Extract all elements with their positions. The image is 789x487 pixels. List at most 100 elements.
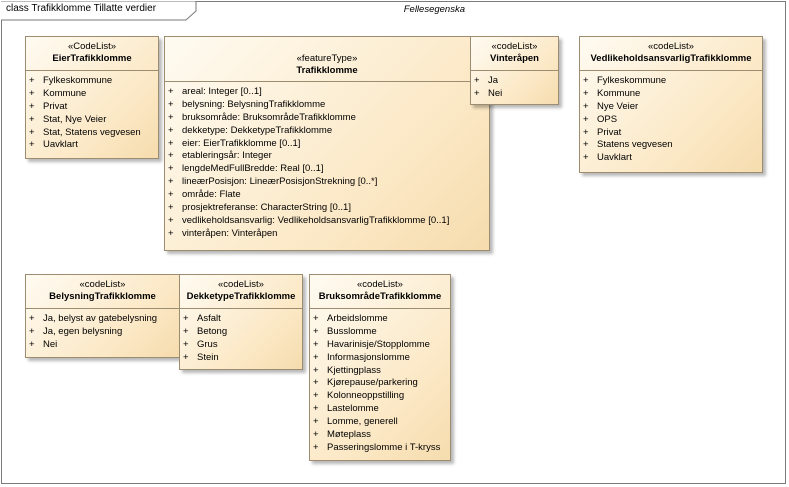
attribute-item: +Grus xyxy=(182,339,302,352)
attribute-item: +Passeringslomme i T-kryss xyxy=(312,442,450,455)
attribute-text: lengdeMedFullBredde: Real [0..1] xyxy=(182,163,324,175)
attribute-item: + Uavklart xyxy=(582,152,762,165)
attribute-item: + Privat xyxy=(582,127,762,140)
visibility-marker: + xyxy=(168,86,174,97)
attribute-text: Passeringslomme i T-kryss xyxy=(327,441,441,453)
attribute-item: +Møteplass xyxy=(312,429,450,442)
attribute-item: + Stat, Nye Veier xyxy=(28,114,158,127)
attribute-item: +Stat, Statens vegvesen xyxy=(28,127,158,140)
class-name: EierTrafikklomme xyxy=(52,53,132,64)
attribute-item: +Lomme, generell xyxy=(312,416,450,429)
attribute-list: +areal: Integer [0..1]+belysning: Belysn… xyxy=(165,82,489,245)
class-name: DekketypeTrafikklomme xyxy=(186,291,296,302)
attribute-text: vedlikeholdsansvarlig: Vedlikeholdsansva… xyxy=(182,214,450,226)
attribute-item: +Havarinisje/Stopplomme xyxy=(312,339,450,352)
attribute-item: +Privat xyxy=(28,101,158,114)
diagram-title: class Trafikklomme Tillatte verdier xyxy=(6,3,157,14)
attribute-item: +vedlikeholdsansvarlig: Vedlikeholdsansv… xyxy=(167,215,489,228)
visibility-marker: + xyxy=(313,377,319,389)
visibility-marker: + xyxy=(313,390,319,402)
visibility-marker: + xyxy=(168,150,174,162)
attribute-text: Fylkeskommune xyxy=(43,75,113,86)
attribute-list: +Arbeidslomme+Busslomme+Havarinisje/Stop… xyxy=(310,309,450,459)
attribute-text: lineærPosisjon: LineærPosisjonStrekning … xyxy=(182,176,378,188)
class-name: Vinteråpen xyxy=(490,53,539,64)
attribute-item: +Kommune xyxy=(582,88,762,101)
visibility-marker: + xyxy=(29,139,35,151)
attribute-item: +Fylkeskommune xyxy=(28,75,158,88)
stereotype-label: «featureType» xyxy=(296,53,358,64)
attribute-text: Uavklart xyxy=(43,139,78,151)
stereotype-label: «CodeList» xyxy=(67,41,117,52)
class-header: «codeList» DekketypeTrafikklomme xyxy=(180,275,302,309)
attribute-list: +Fylkeskommune+Kommune+Nye Veier+OPS+Pri… xyxy=(580,71,762,169)
visibility-marker: + xyxy=(583,126,589,138)
class-eiertrafikklomme[interactable]: «CodeList» EierTrafikklomme +Fylkeskommu… xyxy=(25,36,159,159)
attribute-text: Lomme, generell xyxy=(327,416,398,428)
attribute-list: +Fylkeskommune+Kommune+Privat+Stat, Nye … xyxy=(26,71,158,156)
stereotype-label: «codeList» xyxy=(357,279,403,290)
attribute-text: Stat, Nye Veier xyxy=(43,113,107,125)
attribute-text: areal: Integer [0..1] xyxy=(182,86,262,97)
class-header: «codeList» Vinteråpen xyxy=(471,37,558,71)
visibility-marker: + xyxy=(168,163,174,175)
visibility-marker: + xyxy=(168,176,174,188)
package-label: Fellesegenska xyxy=(403,4,465,15)
attribute-item: +Informasjonslomme xyxy=(312,352,450,365)
attribute-item: +Busslomme xyxy=(312,326,450,339)
attribute-text: etableringsår: Integer xyxy=(182,150,272,162)
attribute-text: Privat xyxy=(597,126,622,138)
class-name: BruksområdeTrafikklomme xyxy=(318,291,442,302)
attribute-text: Uavklart xyxy=(597,152,632,164)
visibility-marker: + xyxy=(583,139,589,151)
class-vedlikeholdsansvarligtrafikklomme[interactable]: «codeList» VedlikeholdsansvarligTrafikkl… xyxy=(579,36,763,173)
class-bruksomraadetrafikklomme[interactable]: «codeList» BruksområdeTrafikklomme +Arbe… xyxy=(309,274,451,461)
class-header: «codeList» BruksområdeTrafikklomme xyxy=(310,275,450,309)
attribute-text: Informasjonslomme xyxy=(327,351,410,363)
visibility-marker: + xyxy=(313,403,319,415)
class-vinteraapen[interactable]: «codeList» Vinteråpen +Ja+Nei xyxy=(470,36,559,105)
visibility-marker: + xyxy=(313,338,319,350)
class-name: BelysningTrafikklomme xyxy=(49,291,156,302)
attribute-text: OPS xyxy=(597,113,618,125)
attribute-text: Ja, egen belysning xyxy=(43,325,123,337)
attribute-item: + vinteråpen: Vinteråpen xyxy=(167,228,489,241)
attribute-text: Kommune xyxy=(43,87,87,99)
attribute-item: + område: Flate xyxy=(167,189,489,202)
attribute-text: Lastelomme xyxy=(327,403,379,415)
attribute-text: Busslomme xyxy=(327,325,377,337)
attribute-text: Stein xyxy=(197,351,219,363)
attribute-text: område: Flate xyxy=(182,189,241,201)
attribute-item: +prosjektreferanse: CharacterString [0..… xyxy=(167,202,489,215)
class-dekketypetrafikklomme[interactable]: «codeList» DekketypeTrafikklomme +Asfalt… xyxy=(179,274,303,370)
visibility-marker: + xyxy=(168,189,174,201)
attribute-item: +Stein xyxy=(182,352,302,365)
visibility-marker: + xyxy=(29,113,35,125)
diagram-frame-tab xyxy=(1,1,197,21)
visibility-marker: + xyxy=(583,113,589,125)
attribute-text: vinteråpen: Vinteråpen xyxy=(182,227,278,239)
class-name: Trafikklomme xyxy=(296,65,358,76)
class-name: VedlikeholdsansvarligTrafikklomme xyxy=(590,53,752,64)
attribute-item: +Fylkeskommune xyxy=(582,75,762,88)
visibility-marker: + xyxy=(583,152,589,164)
attribute-item: +Ja, belyst av gatebelysning xyxy=(28,313,179,326)
visibility-marker: + xyxy=(168,137,174,149)
attribute-item: +Kjørepause/parkering xyxy=(312,377,450,390)
visibility-marker: + xyxy=(168,227,174,239)
attribute-item: + lineærPosisjon: LineærPosisjonStrekning… xyxy=(167,176,489,189)
attribute-text: belysning: BelysningTrafikklomme xyxy=(182,98,326,110)
stereotype-label: «codeList» xyxy=(491,41,538,52)
attribute-item: +belysning: BelysningTrafikklomme xyxy=(167,99,489,112)
attribute-text: Statens vegvesen xyxy=(597,139,673,151)
attribute-text: Kommune xyxy=(597,87,641,99)
visibility-marker: + xyxy=(313,364,319,376)
attribute-text: Fylkeskommune xyxy=(597,75,667,86)
class-belysningtrafikklomme[interactable]: «codeList» BelysningTrafikklomme +Ja, be… xyxy=(25,274,180,358)
visibility-marker: + xyxy=(168,202,174,214)
class-header: «codeList» BelysningTrafikklomme xyxy=(26,275,179,309)
class-trafikklomme[interactable]: «featureType» Trafikklomme + areal: Integ… xyxy=(164,36,490,251)
attribute-item: + etableringsår: Integer xyxy=(167,150,489,163)
visibility-marker: + xyxy=(183,313,189,324)
